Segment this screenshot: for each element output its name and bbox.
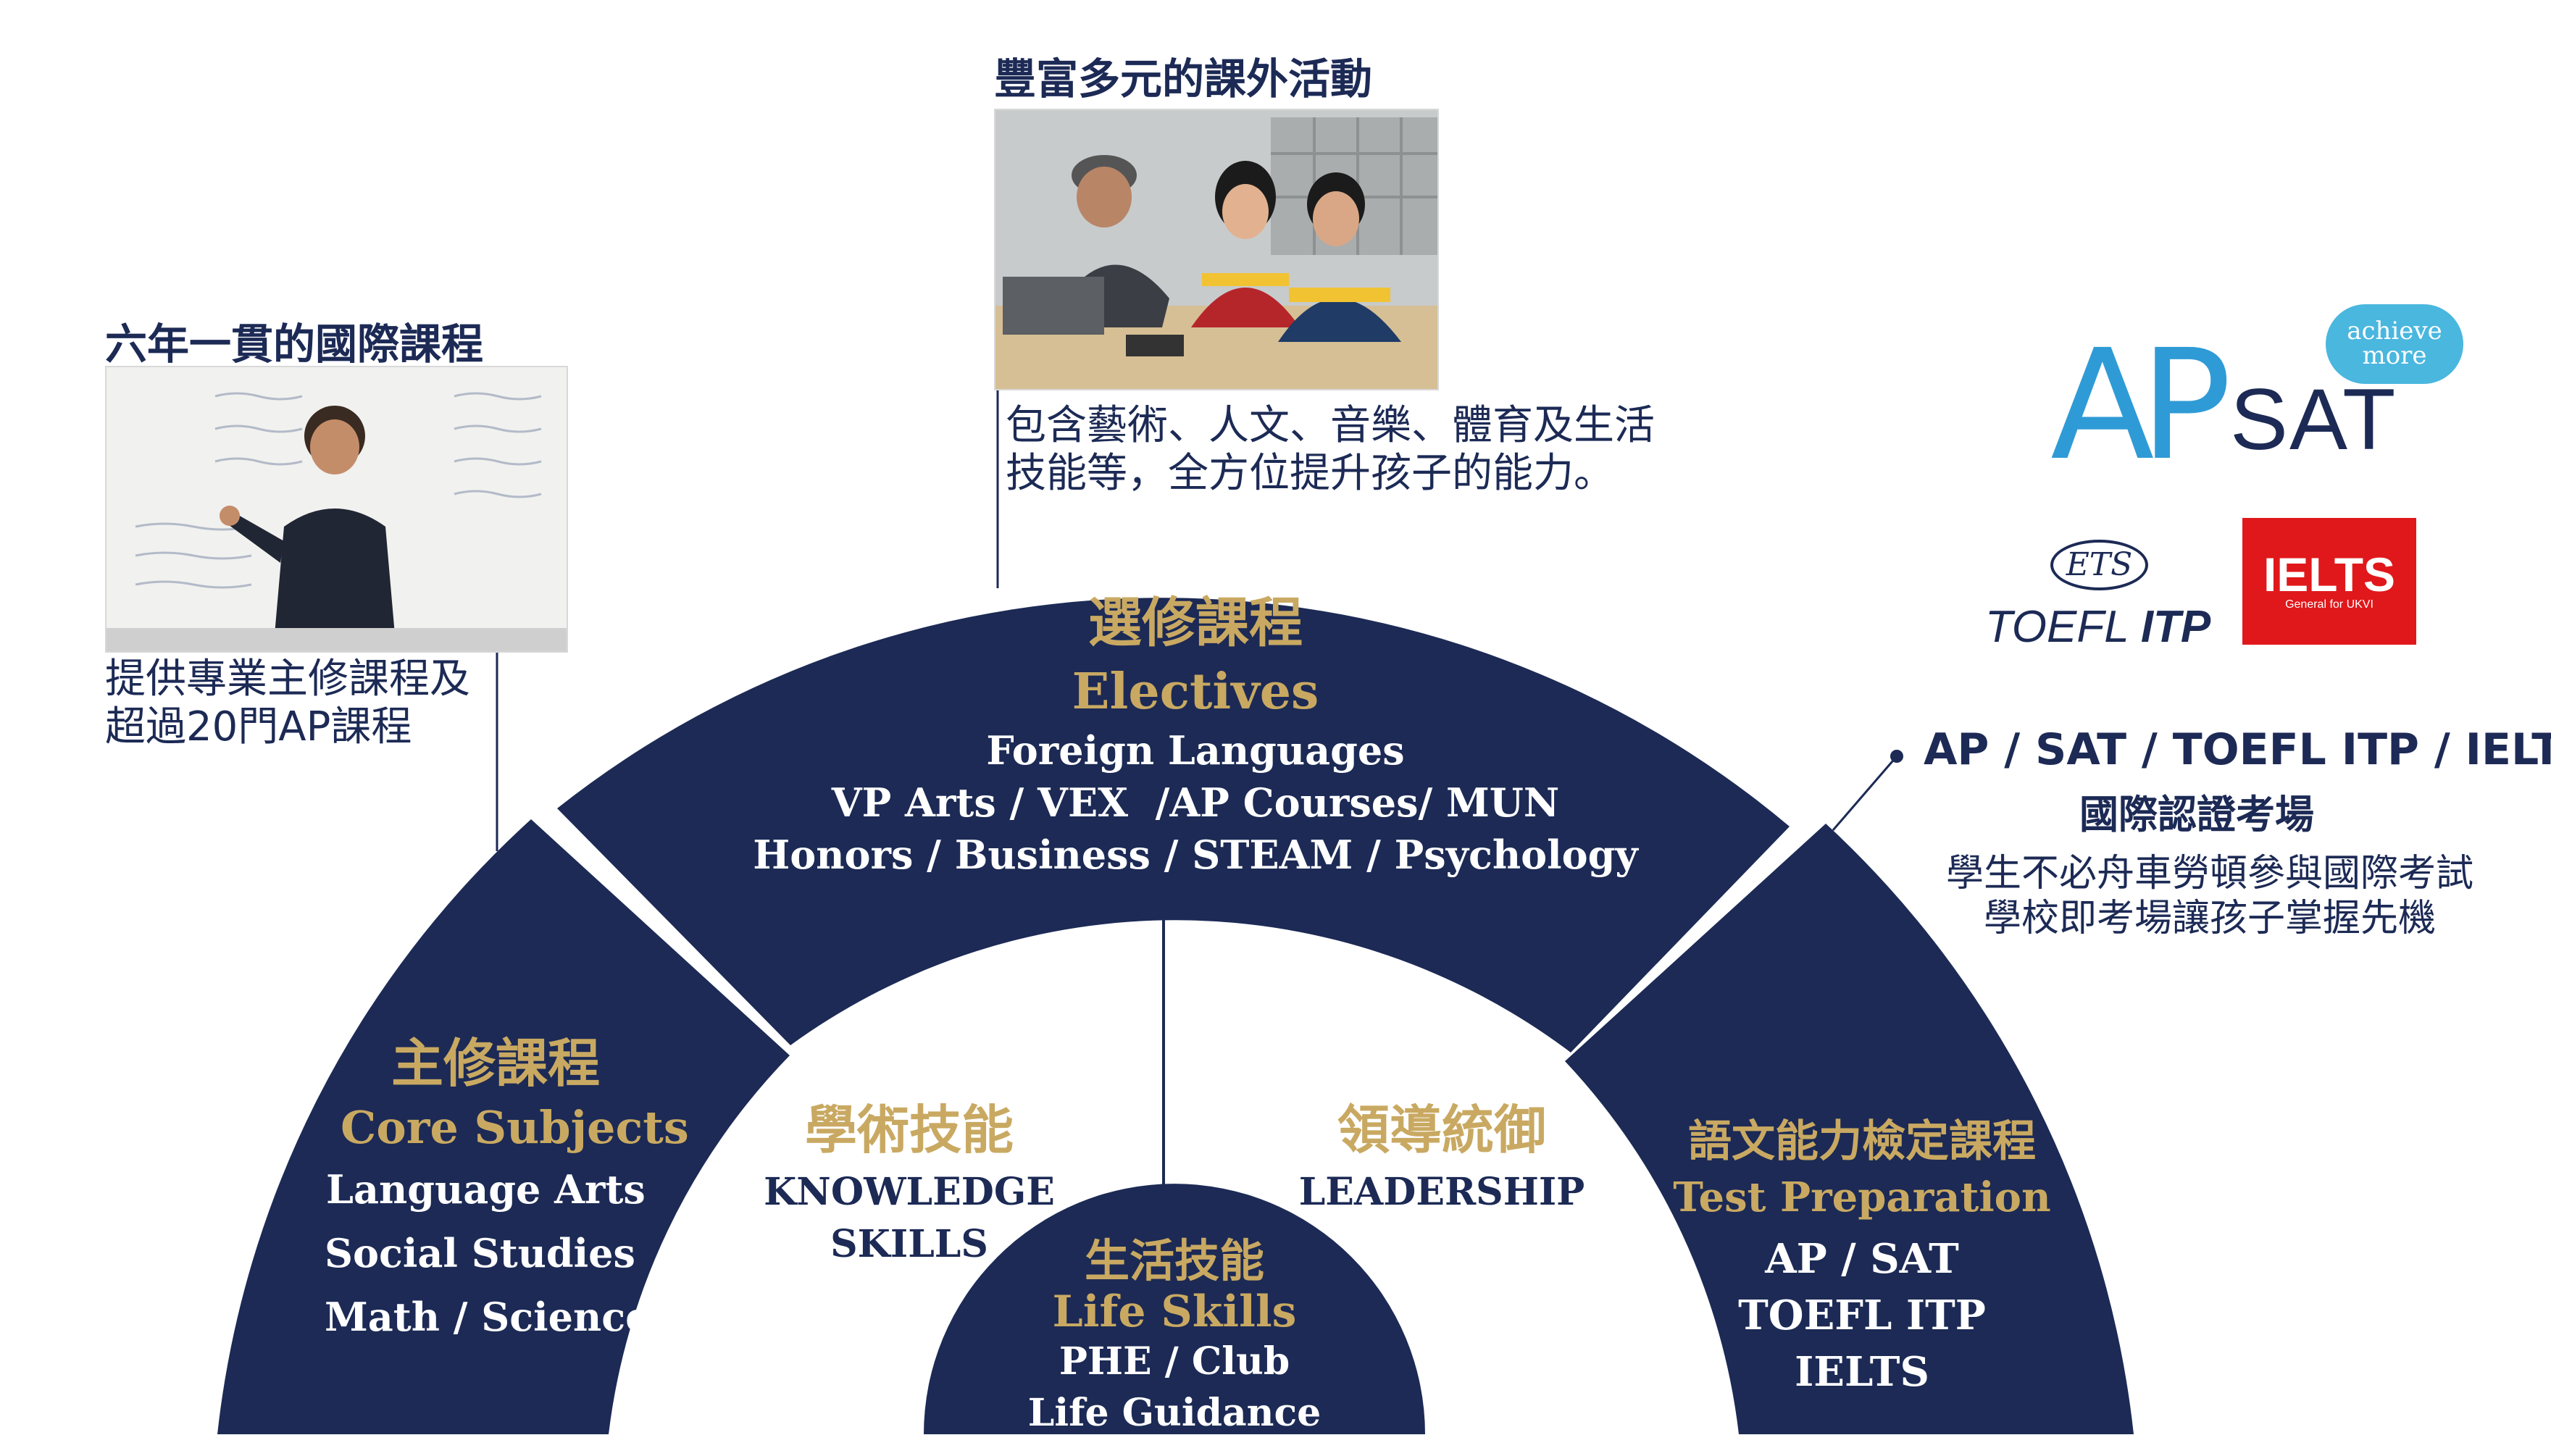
lab-photo	[994, 109, 1439, 390]
core-zh: 主修課程	[391, 1033, 601, 1094]
left-caption-line1: 提供專業主修課程及	[105, 656, 470, 703]
electives-zh: 選修課程	[1088, 592, 1303, 654]
top-caption-line1: 包含藝術、人文、音樂、體育及生活	[1006, 402, 1655, 449]
ap-logo: AP	[2050, 330, 2231, 482]
core-label: 主修課程 Core Subjects Language Arts Social …	[312, 1029, 703, 1349]
life-label: 生活技能 Life Skills PHE / Club Life Guidanc…	[942, 1235, 1407, 1439]
ets-logo: ETS	[2050, 540, 2148, 590]
sat-text: SAT	[2230, 371, 2397, 468]
ielts-text: IELTS	[2263, 548, 2396, 601]
core-item-0: Language Arts	[326, 1166, 646, 1213]
classroom-illustration	[107, 367, 567, 651]
test-prep-en: Test Preparation	[1673, 1173, 2051, 1221]
leadership-label: 領導統御 LEADERSHIP	[1290, 1094, 1594, 1218]
knowledge-zh: 學術技能	[804, 1100, 1014, 1160]
core-segment	[217, 819, 790, 1434]
electives-segment	[557, 598, 1790, 1053]
right-info-line2: 學校即考場讓孩子掌握先機	[1983, 897, 2436, 940]
knowledge-en-1: SKILLS	[830, 1222, 988, 1266]
achieve-word: achieve	[2347, 317, 2442, 346]
electives-item-2: Honors / Business / STEAM / Psychology	[753, 832, 1638, 878]
electives-label: 選修課程 Electives Foreign Languages VP Arts…	[725, 587, 1666, 881]
top-caption-line2: 技能等，全方位提升孩子的能力。	[1006, 450, 1614, 497]
life-skills-segment	[924, 1184, 1425, 1434]
top-card-caption: 包含藝術、人文、音樂、體育及生活 技能等，全方位提升孩子的能力。	[1006, 402, 1655, 498]
core-item-1: Social Studies	[325, 1230, 635, 1276]
achieve-more-bubble: achieve more	[2326, 304, 2463, 384]
test-prep-item-0: AP / SAT	[1765, 1235, 1959, 1283]
right-info-line1: 學生不必舟車勞頓參與國際考試	[1945, 852, 2473, 895]
more-word: more	[2362, 341, 2427, 370]
electives-en: Electives	[1072, 663, 1319, 721]
core-item-2: Math / Science	[325, 1294, 651, 1340]
toefl-itp-logo: TOEFL ITP	[1985, 601, 2210, 653]
knowledge-en-0: KNOWLEDGE	[764, 1170, 1055, 1214]
test-prep-item-2: IELTS	[1795, 1348, 1929, 1396]
leadership-en-0: LEADERSHIP	[1298, 1170, 1585, 1214]
itp-text: ITP	[2140, 602, 2211, 652]
life-item-1: Life Guidance	[1027, 1391, 1322, 1435]
leadership-zh: 領導統御	[1337, 1100, 1546, 1160]
life-item-0: PHE / Club	[1059, 1339, 1290, 1384]
ets-text: ETS	[2066, 546, 2133, 583]
test-prep-label: 語文能力檢定課程 Test Preparation AP / SAT TOEFL…	[1659, 1112, 2065, 1400]
knowledge-label: 學術技能 KNOWLEDGE SKILLS	[753, 1094, 1065, 1271]
right-info-text: 學生不必舟車勞頓參與國際考試 學校即考場讓孩子掌握先機	[1942, 851, 2478, 941]
electives-item-1: VP Arts / VEX /AP Courses/ MUN	[831, 779, 1560, 826]
left-caption-line2: 超過20門AP課程	[105, 703, 412, 750]
toefl-text: TOEFL	[1985, 602, 2129, 652]
classroom-photo	[105, 366, 568, 653]
ielts-logo: IELTS General for UKVI	[2242, 518, 2416, 645]
life-en: Life Skills	[1052, 1286, 1297, 1337]
ielts-sub: General for UKVI	[2285, 598, 2373, 611]
test-prep-item-1: TOEFL ITP	[1738, 1292, 1986, 1339]
test-prep-segment	[1565, 824, 2134, 1434]
right-info-title: AP / SAT / TOEFL ITP / IELTS	[1924, 724, 2551, 775]
ap-text: AP	[2050, 317, 2231, 494]
life-zh: 生活技能	[1084, 1234, 1264, 1287]
lab-illustration	[995, 110, 1437, 389]
left-card-caption: 提供專業主修課程及 超過20門AP課程	[105, 656, 470, 751]
right-connector-dot	[1890, 750, 1903, 763]
top-card-title: 豐富多元的課外活動	[994, 54, 1373, 104]
test-prep-zh: 語文能力檢定課程	[1688, 1116, 2036, 1167]
core-en: Core Subjects	[341, 1101, 689, 1154]
right-connector	[1832, 756, 1898, 831]
electives-item-0: Foreign Languages	[986, 727, 1405, 774]
right-info-subtitle: 國際認證考場	[2079, 792, 2314, 837]
left-card-title: 六年一貫的國際課程	[105, 319, 484, 369]
